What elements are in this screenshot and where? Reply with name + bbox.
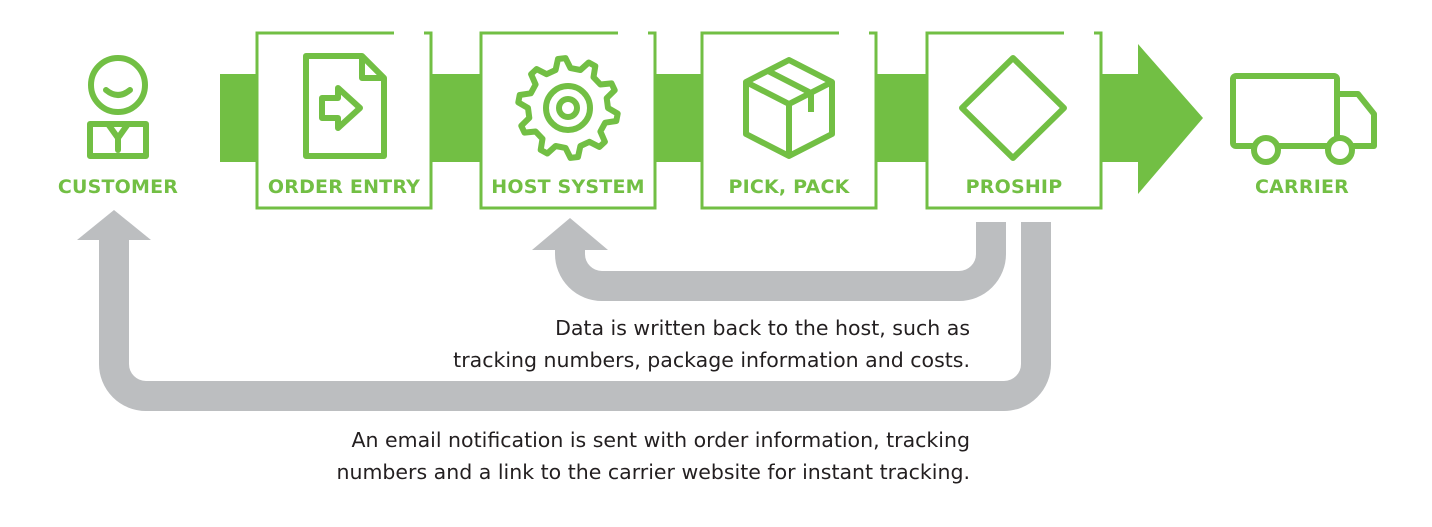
host-writeback-line-2: tracking numbers, package information an…: [453, 348, 970, 372]
return-arrowhead-host: [532, 218, 608, 250]
customer-icon: [87, 55, 149, 159]
diamond-icon: [959, 55, 1067, 161]
return-arrow-to-customer: [99, 222, 1051, 411]
gear-icon: [515, 55, 621, 161]
stage-box-proship: [925, 31, 1103, 210]
email-notification-line-1: An email notification is sent with order…: [351, 428, 970, 452]
host-writeback-line-1: Data is written back to the host, such a…: [555, 316, 970, 340]
email-notification-line-2: numbers and a link to the carrier websit…: [336, 460, 970, 484]
stage-label-pick-pack: PICK, PACK: [728, 176, 850, 198]
stage-label-host-system: HOST SYSTEM: [491, 176, 645, 198]
document-arrow-icon: [303, 53, 387, 159]
stage-label-order-entry: ORDER ENTRY: [267, 176, 421, 198]
return-arrow-to-host: [555, 222, 1006, 301]
stage-label-proship: PROSHIP: [965, 176, 1063, 198]
email-notification-note: An email notification is sent with order…: [336, 424, 970, 488]
host-writeback-note: Data is written back to the host, such a…: [453, 312, 970, 376]
stage-label-customer: CUSTOMER: [57, 176, 179, 198]
return-arrowhead-customer: [77, 210, 151, 240]
truck-icon: [1230, 73, 1377, 165]
stage-label-carrier: CARRIER: [1255, 176, 1349, 198]
package-box-icon: [743, 57, 835, 159]
